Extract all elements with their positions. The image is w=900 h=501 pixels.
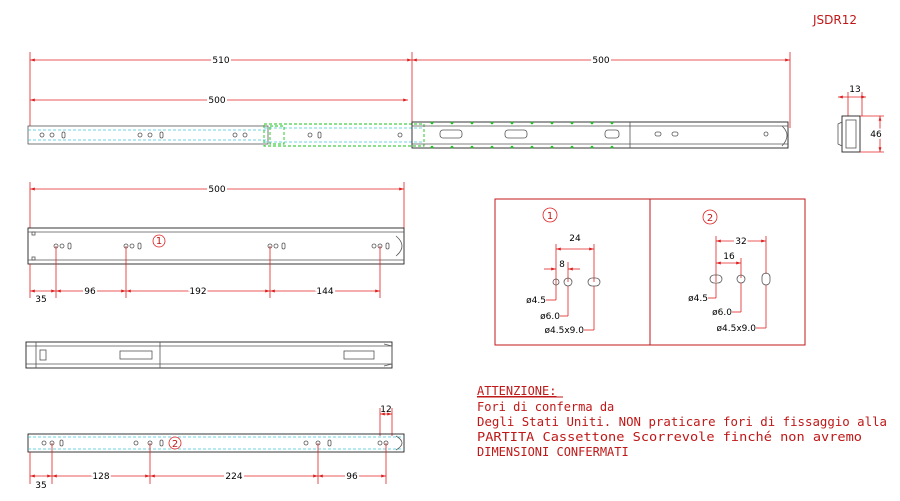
middle-view: 500 1 35 96 192 144 xyxy=(27,182,405,305)
dim-closed: 500 xyxy=(208,96,225,106)
panel1-label: 1 xyxy=(547,211,553,222)
drawing-code: JSDR12 xyxy=(812,13,857,27)
end-height: 46 xyxy=(870,130,882,140)
bottom-end-dim: 12 xyxy=(380,405,391,415)
bottom-offset-1: 128 xyxy=(92,472,109,482)
notice-line-2: PARTITA Cassettone Scorrevole finché non… xyxy=(477,430,862,444)
bottom-offset-3: 96 xyxy=(346,472,358,482)
detail-panel-2: 2 32 16 ø4.5 ø6.0 ø4.5x9.0 xyxy=(688,209,771,334)
notice-line-0: Fori di conferma da xyxy=(477,400,614,414)
mid-offset-2: 192 xyxy=(189,287,206,297)
panel2-callout-1: ø6.0 xyxy=(712,308,732,318)
panel1-callout-0: ø4.5 xyxy=(526,296,546,306)
panel2-label: 2 xyxy=(707,213,713,224)
bottom-offset-2: 224 xyxy=(225,472,242,482)
panel1-dim-outer: 24 xyxy=(569,234,581,244)
end-width: 13 xyxy=(849,85,860,95)
notice-block: ATTENZIONE: Fori di conferma da Degli St… xyxy=(477,384,887,459)
notice-line-1: Degli Stati Uniti. NON praticare fori di… xyxy=(477,415,887,429)
panel2-dim-outer: 32 xyxy=(735,237,746,247)
notice-line-3: DIMENSIONI CONFERMATI xyxy=(477,445,629,459)
panel1-callout-2: ø4.5x9.0 xyxy=(545,326,585,336)
notice-title: ATTENZIONE: xyxy=(477,384,556,398)
bottom-view: 12 2 35 128 224 96 xyxy=(27,405,405,491)
mid-offset-3: 144 xyxy=(316,287,333,297)
top-view: 510 500 500 xyxy=(27,52,884,153)
side-view xyxy=(25,341,393,369)
mid-offset-1: 96 xyxy=(84,287,96,297)
detail-panel-1: 1 24 8 ø4.5 ø6.0 ø4.5x9.0 xyxy=(526,207,601,336)
panel2-callout-2: ø4.5x9.0 xyxy=(717,324,757,334)
panel1-dim-inner: 8 xyxy=(559,260,565,270)
dim-extension: 500 xyxy=(592,56,609,66)
mid-length: 500 xyxy=(208,185,225,195)
panel2-dim-inner: 16 xyxy=(723,252,735,262)
hole-label-1: 1 xyxy=(156,236,162,247)
hole-label-2: 2 xyxy=(172,439,178,450)
panel1-callout-1: ø6.0 xyxy=(540,312,560,322)
bottom-offset-0: 35 xyxy=(35,481,46,491)
mid-offset-0: 35 xyxy=(35,295,46,305)
dim-total: 510 xyxy=(212,56,229,66)
hole-detail-box: 1 24 8 ø4.5 ø6.0 ø4.5x9.0 2 xyxy=(494,198,806,346)
panel2-callout-0: ø4.5 xyxy=(688,294,708,304)
